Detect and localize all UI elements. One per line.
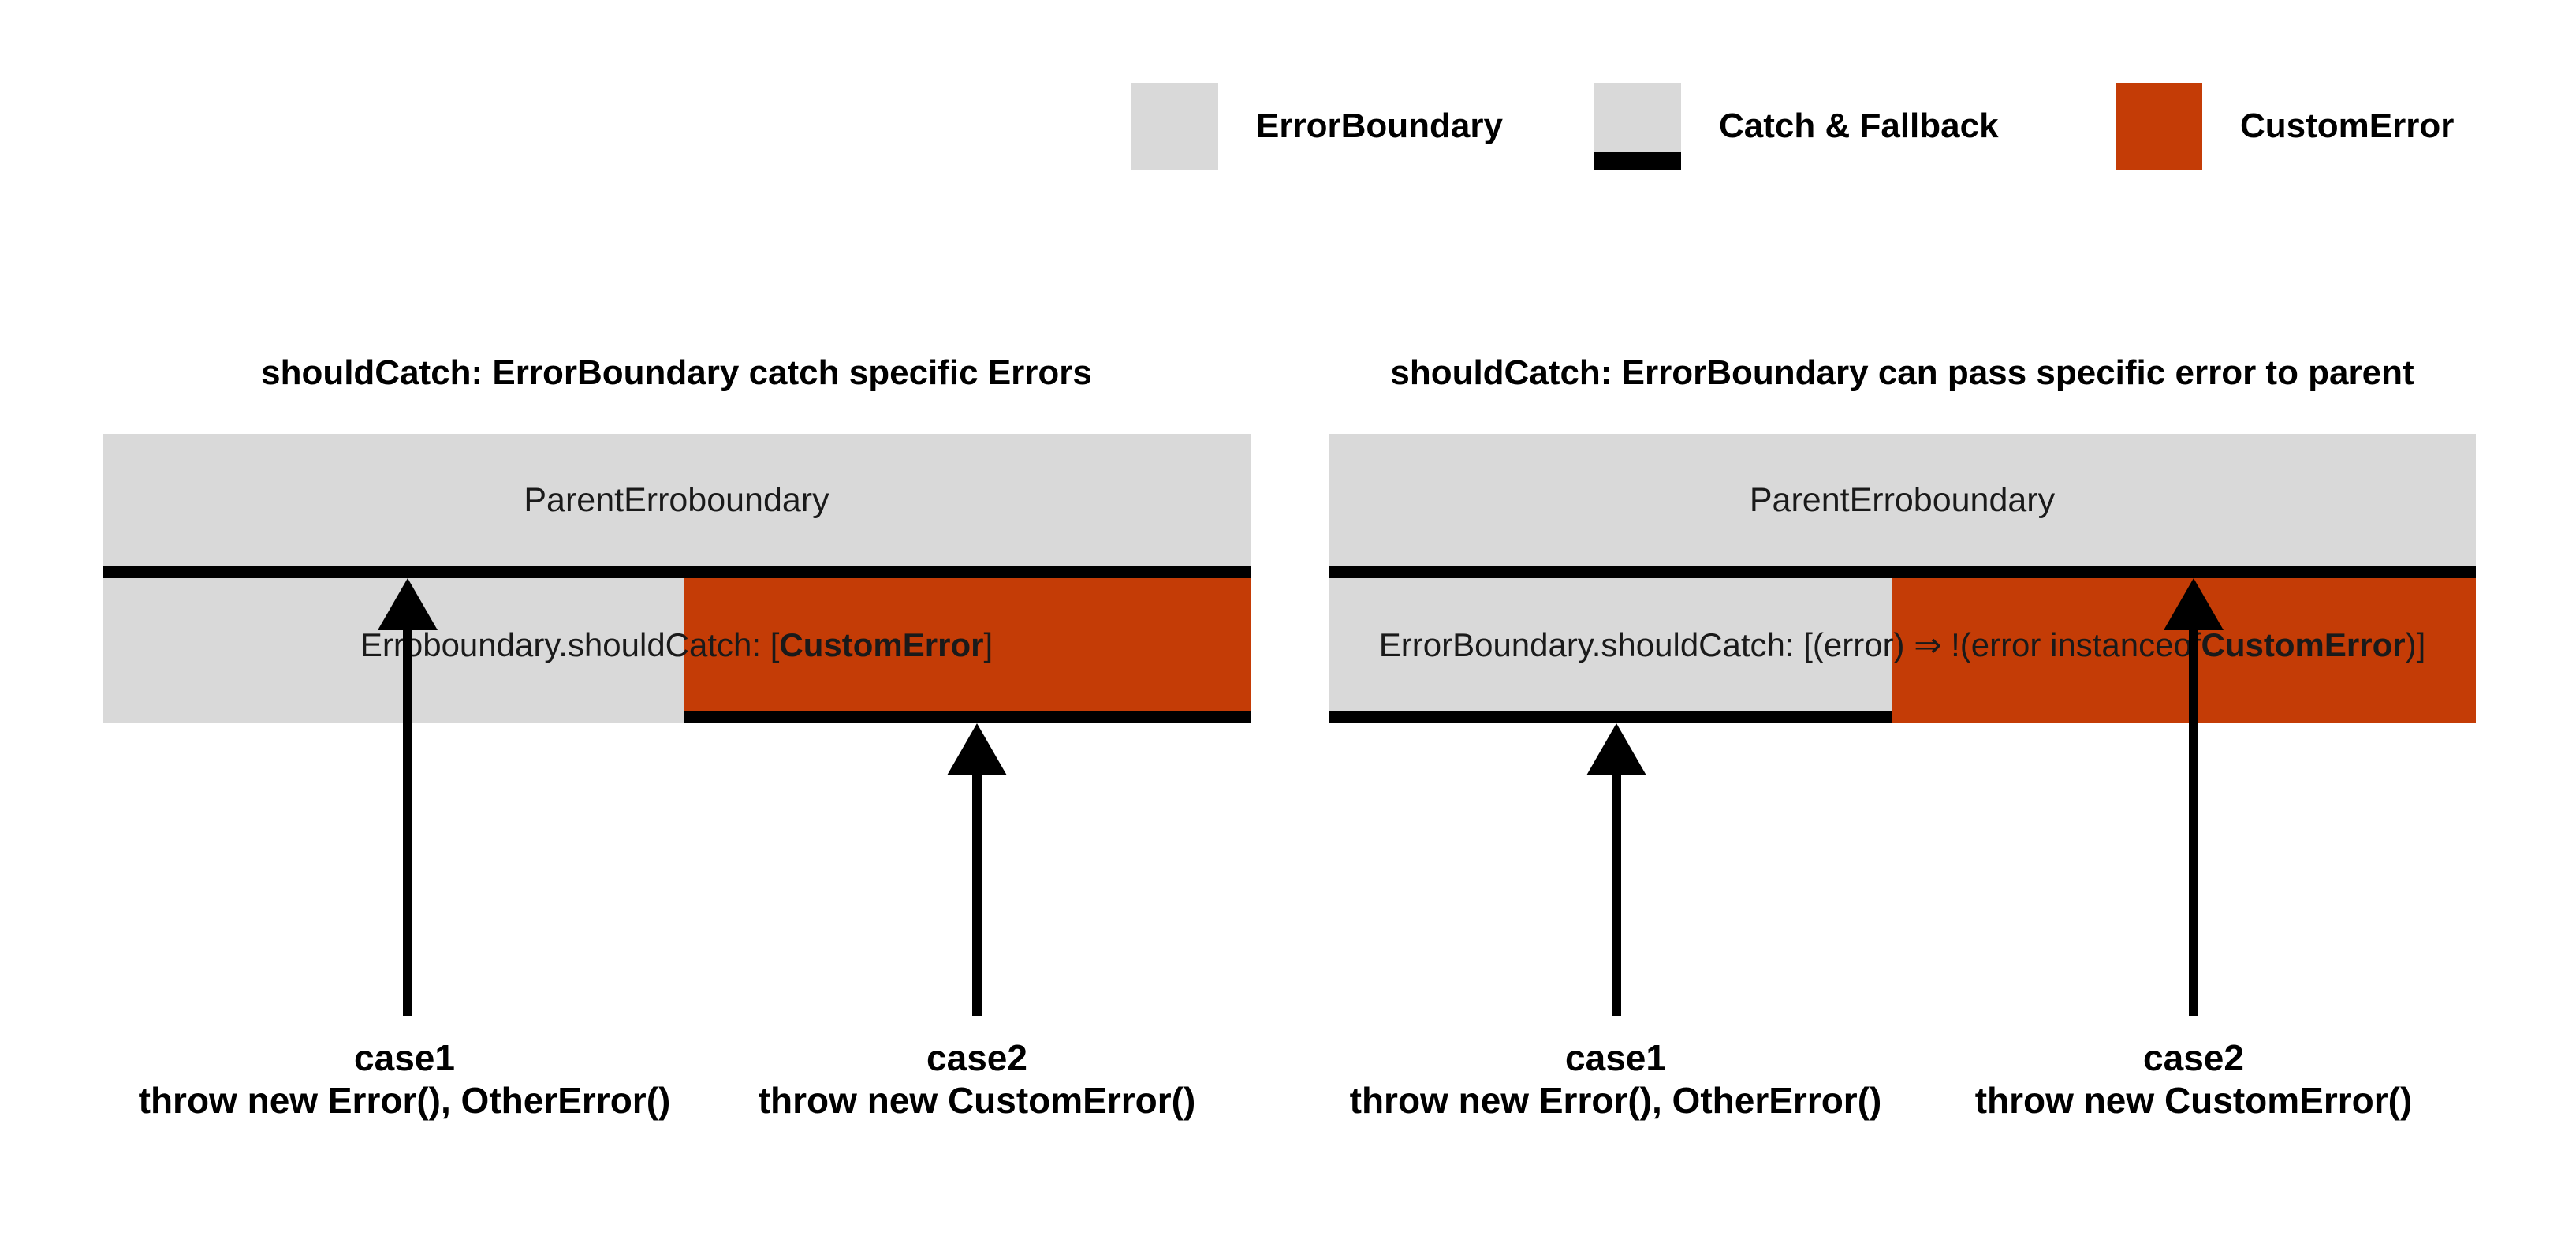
right-child-catch-segment — [1329, 578, 1892, 723]
left-parent-catch-bar — [103, 566, 1251, 578]
right-case2-name: case2 — [2143, 1037, 2244, 1078]
left-parent-errorboundary-box: ParentErroboundary — [103, 434, 1251, 566]
right-diagram-title: shouldCatch: ErrorBoundary can pass spec… — [1390, 353, 2414, 392]
right-case2-code: throw new CustomError() — [1974, 1080, 2413, 1121]
right-child-boundary-label: ErrorBoundary.shouldCatch: [(error) ⇒ !(… — [1329, 578, 2476, 711]
errorboundary-swatch-icon — [1131, 83, 1218, 170]
legend-item-customerror: CustomError — [2116, 83, 2454, 170]
right-parent-label: ParentErroboundary — [1749, 480, 2056, 519]
left-child-label-prefix: Erroboundary.shouldCatch: [ — [360, 625, 780, 663]
legend-label-customerror: CustomError — [2240, 106, 2455, 145]
left-case1-label: case1 throw new Error(), OtherError() — [139, 1036, 671, 1122]
left-case1-arrowhead-icon — [378, 578, 438, 630]
legend-label-catch-fallback: Catch & Fallback — [1719, 106, 1999, 145]
left-case1-name: case1 — [354, 1037, 455, 1078]
legend-item-catch-fallback: Catch & Fallback — [1594, 83, 1999, 170]
right-case1-label: case1 throw new Error(), OtherError() — [1350, 1036, 1882, 1122]
right-case1-arrow-shaft — [1612, 775, 1621, 1016]
left-diagram-title: shouldCatch: ErrorBoundary catch specifi… — [261, 353, 1092, 392]
right-child-label-suffix: )] — [2405, 625, 2426, 663]
right-case2-arrow-shaft — [2189, 630, 2198, 1016]
legend-label-errorboundary: ErrorBoundary — [1256, 106, 1503, 145]
left-case1-arrow-shaft — [403, 630, 412, 1016]
left-child-boundary-label: Erroboundary.shouldCatch: [CustomError] — [103, 578, 1251, 711]
left-case1-arrow — [378, 578, 438, 1016]
left-child-customerror-catch-segment — [684, 578, 1251, 723]
right-case1-arrow — [1586, 723, 1646, 1016]
right-case1-name: case1 — [1565, 1037, 1666, 1078]
right-case2-arrowhead-icon — [2164, 578, 2224, 630]
customerror-swatch-icon — [2116, 83, 2202, 170]
legend-item-errorboundary: ErrorBoundary — [1131, 83, 1503, 170]
right-child-label-customerror: CustomError — [2201, 625, 2406, 663]
right-parent-catch-bar — [1329, 566, 2476, 578]
left-case2-arrowhead-icon — [947, 723, 1007, 775]
left-child-label-customerror: CustomError — [779, 625, 984, 663]
right-case2-label: case2 throw new CustomError() — [1975, 1036, 2413, 1122]
left-case2-arrow — [947, 723, 1007, 1016]
right-parent-errorboundary-box: ParentErroboundary — [1329, 434, 2476, 566]
right-case1-arrowhead-icon — [1586, 723, 1646, 775]
catch-fallback-swatch-icon — [1594, 83, 1681, 170]
right-case1-code: throw new Error(), OtherError() — [1349, 1080, 1882, 1121]
right-case2-arrow — [2164, 578, 2224, 1016]
right-child-label-prefix: ErrorBoundary.shouldCatch: [(error) ⇒ !(… — [1378, 626, 2201, 663]
left-case1-code: throw new Error(), OtherError() — [138, 1080, 671, 1121]
left-parent-label: ParentErroboundary — [524, 480, 829, 519]
left-case2-name: case2 — [926, 1037, 1027, 1078]
left-case2-code: throw new CustomError() — [758, 1080, 1196, 1121]
left-case2-label: case2 throw new CustomError() — [759, 1036, 1196, 1122]
left-case2-arrow-shaft — [972, 775, 982, 1016]
left-child-label-suffix: ] — [983, 625, 993, 663]
